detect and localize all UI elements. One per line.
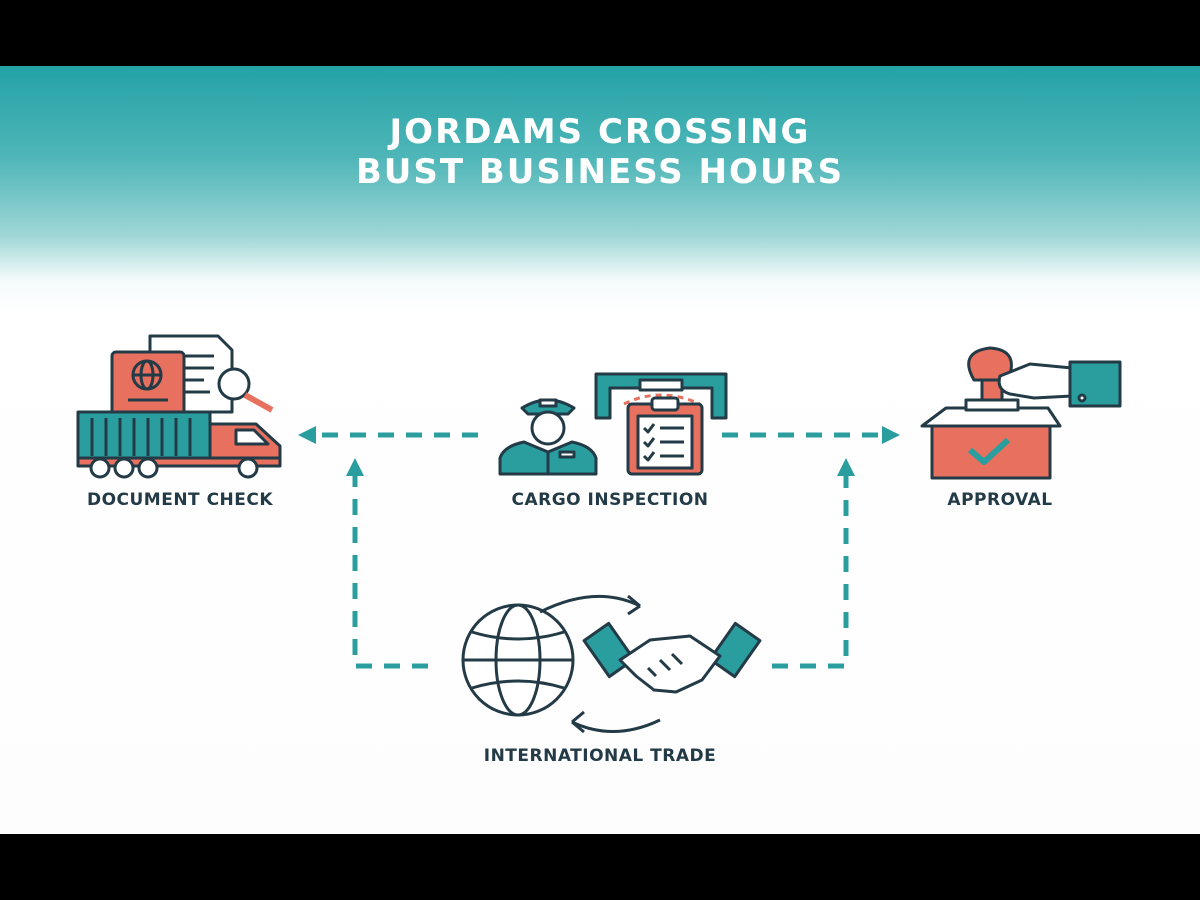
cargo-inspection-icon-group xyxy=(498,372,728,476)
label-approval: APPROVAL xyxy=(947,490,1053,510)
label-document-check: DOCUMENT CHECK xyxy=(86,490,274,510)
title-line-1: JORDAMS CROSSING xyxy=(389,112,811,152)
magnifier-icon xyxy=(217,367,274,413)
letterbox-bottom xyxy=(0,834,1200,900)
arrow-head-icon xyxy=(837,458,855,476)
connector-trade-to-document xyxy=(346,458,428,669)
connector-inspection-to-approval xyxy=(722,426,900,444)
hand-icon xyxy=(997,360,1122,408)
globe-icon xyxy=(461,603,575,717)
letterbox-top xyxy=(0,0,1200,66)
label-cargo-inspection: CARGO INSPECTION xyxy=(511,490,709,510)
cycle-arrows-icon xyxy=(539,594,661,734)
clipboard-checklist-icon xyxy=(626,396,704,476)
checkmark-box-icon xyxy=(920,406,1062,480)
arrow-head-icon xyxy=(346,458,364,476)
arrow-head-icon xyxy=(298,426,316,444)
label-international-trade: INTERNATIONAL TRADE xyxy=(483,746,717,766)
stamp-icon xyxy=(964,346,1020,412)
arrow-head-icon xyxy=(882,426,900,444)
scanner-gate-icon xyxy=(594,372,728,420)
title-line-2: BUST BUSINESS HOURS xyxy=(355,152,845,192)
cargo-truck-icon xyxy=(76,410,282,479)
handshake-icon xyxy=(582,621,762,694)
approval-icon-group xyxy=(920,346,1122,480)
passport-icon xyxy=(110,350,186,424)
customs-officer-icon xyxy=(498,398,598,476)
document-check-icon-group xyxy=(76,334,282,479)
connector-inspection-to-document xyxy=(298,426,478,444)
international-trade-icon-group xyxy=(461,594,762,734)
connector-trade-to-approval xyxy=(772,458,855,669)
